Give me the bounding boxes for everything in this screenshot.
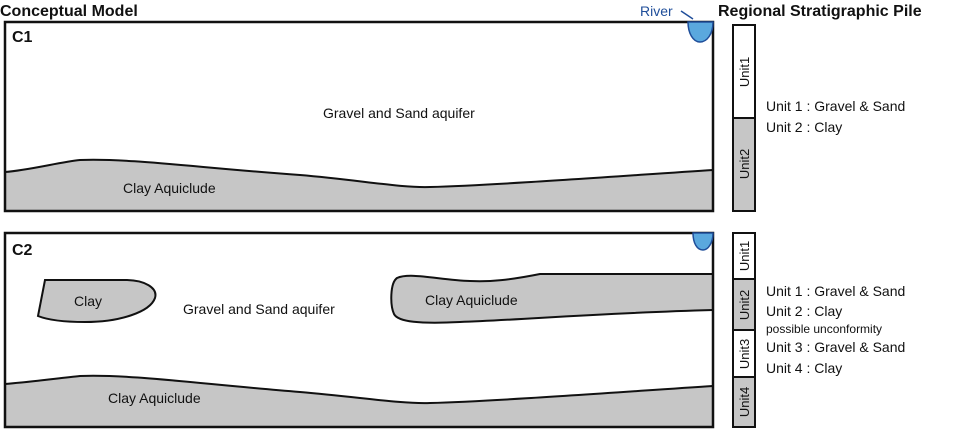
c2-stratigraphic-pile: Unit1 Unit2 Unit3 Unit4: [732, 232, 756, 428]
c1-aquifer-label: Gravel and Sand aquifer: [323, 105, 475, 121]
c2-legend: Unit 1 : Gravel & Sand Unit 2 : Clay pos…: [766, 283, 905, 376]
c1-label: C1: [12, 29, 33, 46]
c2-legend-unit4: Unit 4 : Clay: [766, 360, 842, 376]
c1-pile-unit2-label: Unit2: [737, 149, 752, 179]
c2-lower-aquiclude-label: Clay Aquiclude: [108, 390, 201, 406]
c1-river-icon: [687, 21, 714, 43]
c2-cross-section: C2 Clay Gravel and Sand aquifer Clay Aqu…: [3, 231, 715, 429]
c1-legend-unit2: Unit 2 : Clay: [766, 119, 842, 135]
c2-legend-unconformity: possible unconformity: [766, 322, 882, 336]
c2-upper-aquiclude-label: Clay Aquiclude: [425, 292, 518, 308]
river-leader-line: [680, 10, 694, 20]
c2-pile-unit2-label: Unit2: [737, 290, 752, 320]
c1-pile-unit2: [732, 117, 756, 212]
c2-clay-lens: [36, 279, 157, 324]
c2-frame: [3, 231, 715, 429]
c1-frame: [3, 20, 715, 213]
c2-legend-unit2: Unit 2 : Clay: [766, 303, 842, 319]
c2-lower-clay-aquiclude-layer: [4, 374, 714, 428]
c1-stratigraphic-pile: Unit1 Unit2: [732, 24, 756, 212]
c1-legend: Unit 1 : Gravel & Sand Unit 2 : Clay: [766, 98, 905, 135]
c1-pile-unit1-label: Unit1: [737, 57, 752, 87]
river-label: River: [640, 3, 673, 19]
c2-pile-unit4: [732, 376, 756, 428]
c2-clay-lens-label: Clay: [74, 293, 102, 309]
c2-aquifer-label: Gravel and Sand aquifer: [183, 301, 335, 317]
c2-river-icon: [692, 232, 714, 251]
c1-clay-aquiclude-layer: [4, 158, 714, 212]
c1-cross-section: C1 Gravel and Sand aquifer Clay Aquiclud…: [3, 20, 715, 213]
c2-upper-clay-aquiclude-layer: [390, 273, 714, 324]
c1-aquiclude-label: Clay Aquiclude: [123, 180, 216, 196]
regional-stratigraphic-pile-title: Regional Stratigraphic Pile: [718, 3, 922, 20]
c2-pile-unit4-label: Unit4: [737, 387, 752, 417]
c2-pile-unit1-label: Unit1: [737, 241, 752, 271]
c2-pile-unit3-label: Unit3: [737, 339, 752, 369]
c2-legend-unit3: Unit 3 : Gravel & Sand: [766, 339, 905, 355]
c1-legend-unit1: Unit 1 : Gravel & Sand: [766, 98, 905, 114]
conceptual-model-title: Conceptual Model: [0, 3, 138, 20]
c2-label: C2: [12, 242, 33, 259]
c2-legend-unit1: Unit 1 : Gravel & Sand: [766, 283, 905, 299]
